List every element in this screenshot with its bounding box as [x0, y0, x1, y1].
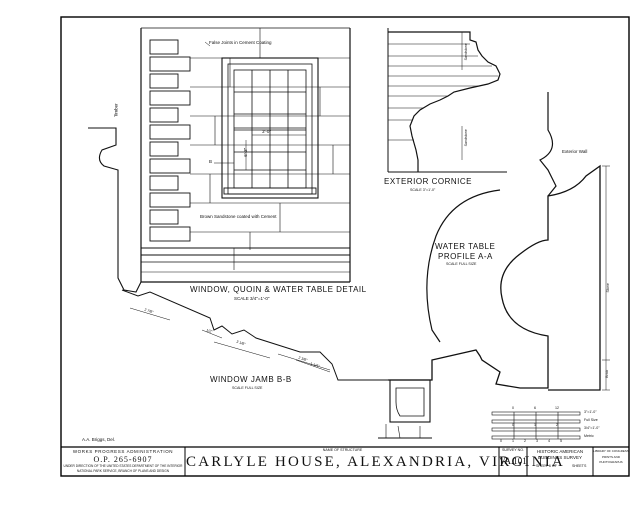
tb-sheet-of: SHEET 6 OF: [536, 464, 557, 468]
window-mark: B: [209, 159, 213, 164]
stone-dim: Stone: [605, 283, 610, 293]
tb-sheets: SHEETS: [572, 464, 587, 468]
caption-window-detail: WINDOW, QUOIN & WATER TABLE DETAIL: [190, 285, 367, 294]
window-width-dim: 3'-0": [262, 129, 271, 134]
tb-library-1: LIBRARY OF CONGRESS: [593, 449, 629, 453]
scale-tick-c5: 5: [560, 439, 562, 443]
exterior-wall-note: Exterior Wall: [562, 149, 588, 154]
window-jamb-drawing: [121, 289, 388, 381]
tb-project-no: O.P. 265-6907: [93, 455, 153, 464]
tb-habs-2: BUILDINGS SURVEY: [538, 455, 582, 460]
sandstone-dim-bottom: Sandstone: [463, 129, 468, 147]
water-table-profile-drawing: [378, 92, 610, 439]
tb-agency-nps: NATIONAL PARK SERVICE, BRANCH OF PLANS A…: [76, 469, 170, 473]
caption-window-jamb-scale: SCALE FULL SIZE: [232, 386, 263, 390]
scale-tick-b2: 2: [556, 423, 558, 427]
brick-dim: Brick: [605, 369, 610, 378]
scale-tick-c4: 4: [548, 439, 550, 443]
exterior-cornice-drawing: [387, 28, 507, 173]
scale-label-3: 3/4"=1'-0": [584, 426, 600, 430]
tb-structure-name: CARLYLE HOUSE, ALEXANDRIA, VIRGINIA: [186, 454, 565, 470]
tb-survey-label: SURVEY NO.: [501, 448, 525, 452]
scale-label-1: 3"=1'-0": [584, 410, 597, 414]
water-table-section-left: [88, 127, 142, 293]
scale-label-2: Full Size: [584, 418, 598, 422]
title-block-frame: [61, 446, 629, 476]
graphic-scales: [491, 411, 581, 440]
sheet-border: [60, 16, 630, 477]
joints-note: False Joints in Cement Coating: [209, 40, 272, 45]
caption-water-table: WATER TABLE: [435, 242, 496, 251]
scale-tick-a0: 0: [512, 406, 514, 410]
caption-window-detail-scale: SCALE 3/4"=1'-0": [234, 296, 270, 301]
scale-tick-b1: 1: [534, 423, 536, 427]
tb-agency-wpa: WORKS PROGRESS ADMINISTRATION: [72, 449, 174, 454]
scale-tick-c0: 0: [500, 439, 502, 443]
caption-water-table-profile: PROFILE A-A: [438, 252, 493, 261]
window-detail-drawing: [140, 27, 351, 283]
sandstone-dim-top: Sandstone: [463, 43, 468, 61]
caption-water-table-scale: SCALE FULL SIZE: [446, 262, 477, 266]
tb-library-3: PHOTOGRAPHS: [599, 460, 623, 464]
scale-tick-b0: 0: [512, 423, 514, 427]
tb-survey-no: VA.101: [499, 456, 527, 466]
scale-label-4: Metric: [584, 434, 594, 438]
scale-tick-c2: 2: [524, 439, 526, 443]
tb-habs-1: HISTORIC AMERICAN: [536, 449, 584, 454]
delineator: A.A. Briggs, Del.: [82, 437, 116, 442]
scale-tick-a2: 12: [555, 406, 559, 410]
sandstone-note: Brown Sandstone coated with Cement: [200, 214, 277, 219]
caption-window-jamb: WINDOW JAMB B-B: [210, 375, 292, 384]
scale-tick-c1: 1: [512, 439, 514, 443]
caption-exterior-cornice: EXTERIOR CORNICE: [384, 177, 473, 186]
window-height-dim: 6'-3": [243, 147, 249, 157]
timber-note: Timber: [113, 103, 119, 118]
scale-tick-a1: 6: [534, 406, 536, 410]
tb-agency-interior: UNDER DIRECTION OF THE UNITED STATES DEP…: [63, 464, 183, 468]
tb-library-2: PRINTS AND: [601, 455, 620, 459]
tb-structure-label: NAME OF STRUCTURE: [322, 448, 363, 452]
scale-tick-c3: 3: [536, 439, 538, 443]
caption-exterior-cornice-scale: SCALE 3"=1'-0": [410, 188, 436, 192]
